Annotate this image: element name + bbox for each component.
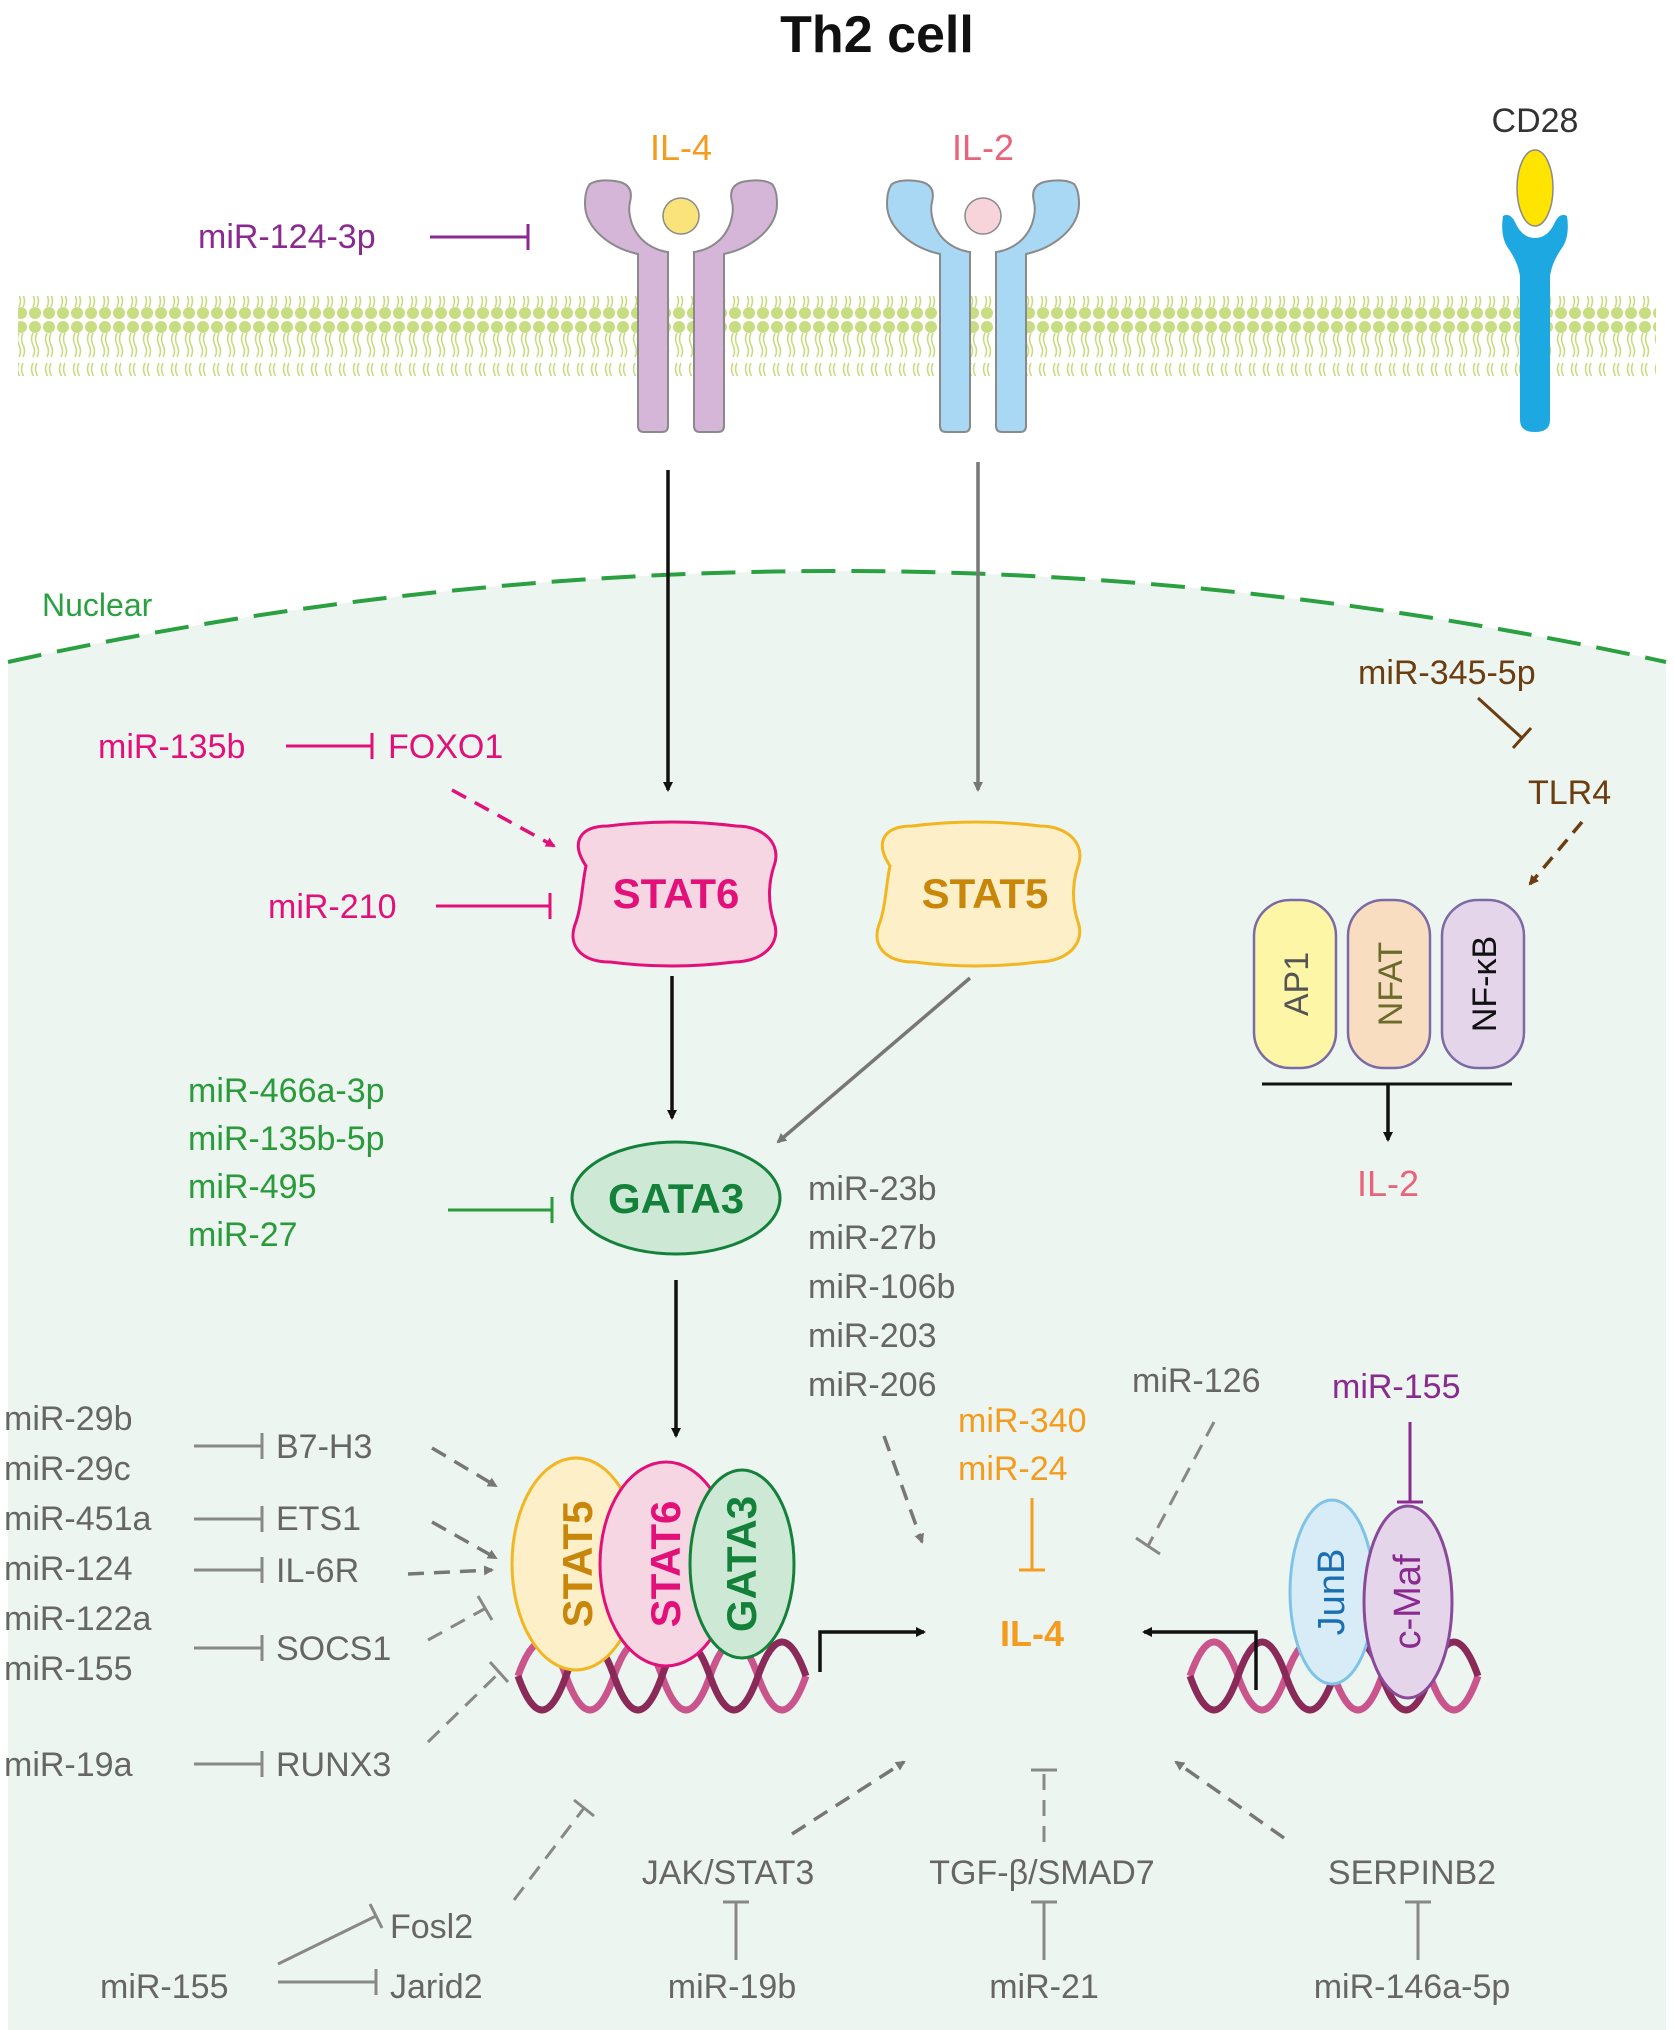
mir-206-label: miR-206: [808, 1366, 936, 1404]
gata3-node: [570, 1140, 782, 1256]
ets1-label: ETS1: [276, 1500, 361, 1538]
stat5-to-gata3-arrow: [776, 976, 972, 1144]
mir-210-label: miR-210: [268, 888, 396, 926]
jakstat3-label: JAK/STAT3: [642, 1854, 815, 1892]
nucleus-region: [8, 571, 1666, 2030]
mir-106b-label: miR-106b: [808, 1268, 955, 1306]
diagram-title: Th2 cell: [780, 6, 974, 64]
il2-ligand: [964, 197, 1002, 235]
mir-345-5p-inhibition: [1476, 696, 1524, 740]
foxo1-label: FOXO1: [388, 728, 503, 766]
left-inhibition-bars: [194, 1433, 264, 1777]
il4-ligand: [662, 197, 700, 235]
mir-19a-label: miR-19a: [4, 1746, 133, 1784]
gata3-label: GATA3: [608, 1175, 744, 1222]
mir-122a-label: miR-122a: [4, 1600, 151, 1638]
mir-146a-5p-label: miR-146a-5p: [1314, 1968, 1511, 2006]
ap1-label: AP1: [1278, 952, 1316, 1016]
fosl2-label: Fosl2: [390, 1908, 473, 1946]
complex-stat5-label: STAT5: [554, 1501, 601, 1628]
foxo1-to-stat6-arrow: [451, 788, 556, 848]
mir-29c-label: miR-29c: [4, 1450, 131, 1488]
tgfb-smad7-label: TGF-β/SMAD7: [929, 1854, 1154, 1892]
ap1-node: [1252, 898, 1338, 1070]
fosl2-inhibits-complex: [512, 1807, 586, 1901]
dna-left-strand-b: [514, 1638, 810, 1714]
mir-124-label: miR-124: [4, 1550, 132, 1588]
mir-155-cmaf-label: miR-155: [1332, 1368, 1460, 1406]
b7h3-label: B7-H3: [276, 1428, 372, 1466]
mir-155-bottom-label: miR-155: [100, 1968, 228, 2006]
nfkb-node: [1440, 898, 1526, 1070]
stat5-label: STAT5: [922, 870, 1049, 917]
mir-340-label: miR-340: [958, 1402, 1086, 1440]
serpinb2-label: SERPINB2: [1328, 1854, 1496, 1892]
complex-gata3-label: GATA3: [718, 1496, 765, 1632]
runx3-inhibits-complex: [426, 1670, 502, 1744]
mir-19b-label: miR-19b: [668, 1968, 796, 2006]
il2-ligand-label: IL-2: [952, 127, 1014, 168]
mir-21-label: miR-21: [989, 1968, 1099, 2006]
mir-27-label: miR-27: [188, 1216, 298, 1254]
il6r-label: IL-6R: [276, 1552, 359, 1590]
mir-155-fosl2-inhibition: [277, 1914, 377, 1966]
nfkb-label: NF-κB: [1466, 936, 1504, 1032]
mir-27b-label: miR-27b: [808, 1219, 936, 1257]
cell-membrane: [18, 296, 1656, 376]
mir-451a-label: miR-451a: [4, 1500, 151, 1538]
mir-23b-label: miR-23b: [808, 1170, 936, 1208]
mir-155-left-label: miR-155: [4, 1650, 132, 1688]
cd28-receptor: [1502, 149, 1568, 432]
complex-stat6-label: STAT6: [642, 1501, 689, 1628]
nuclear-envelope: [7, 569, 1667, 664]
junb-label: JunB: [1311, 1549, 1353, 1636]
serpinb2-to-il4-arrow: [1174, 1760, 1286, 1840]
junb-cmaf-promoter-arrow: [1142, 1627, 1258, 1690]
mir-135b-label: miR-135b: [98, 728, 245, 766]
nuclear-label: Nuclear: [42, 587, 153, 623]
mir-29b-label: miR-29b: [4, 1400, 132, 1438]
socs1-label: SOCS1: [276, 1630, 391, 1668]
complex-gata3-node: [688, 1468, 796, 1660]
mir-495-label: miR-495: [188, 1168, 316, 1206]
complex-promoter-arrow: [818, 1627, 926, 1672]
nfat-label: NFAT: [1372, 942, 1410, 1026]
mir-203-label: miR-203: [808, 1317, 936, 1355]
il4-ligand-label: IL-4: [650, 127, 712, 168]
il2-output-label: IL-2: [1357, 1163, 1419, 1204]
mir-group-to-il4-arrow: [882, 1435, 925, 1544]
nfat-node: [1346, 898, 1432, 1070]
stat6-node: [571, 820, 778, 968]
mir-466a-3p-label: miR-466a-3p: [188, 1072, 385, 1110]
mir-126-inhibition: [1146, 1421, 1216, 1547]
mir-124-3p-label: miR-124-3p: [198, 218, 376, 256]
socs1-inhibits-complex: [427, 1606, 487, 1642]
mir-126-label: miR-126: [1132, 1362, 1260, 1400]
stat5-node: [875, 820, 1082, 968]
cmaf-label: c-Maf: [1387, 1554, 1429, 1649]
runx3-label: RUNX3: [276, 1746, 391, 1784]
il2-receptor: [885, 179, 1081, 433]
tlr4-to-nfkb-arrow: [1528, 820, 1584, 886]
il6r-to-complex-arrow: [407, 1565, 494, 1576]
tlr4-label: TLR4: [1528, 774, 1611, 812]
jakstat3-to-il4-arrow: [791, 1760, 906, 1836]
mir-135b-5p-label: miR-135b-5p: [188, 1120, 385, 1158]
il4-receptor: [583, 179, 779, 433]
mir-345-5p-label: miR-345-5p: [1358, 654, 1536, 692]
cmaf-node: [1362, 1504, 1454, 1700]
jarid2-label: Jarid2: [390, 1968, 483, 2006]
ets1-to-complex-arrow: [431, 1520, 498, 1560]
b7h3-to-complex-arrow: [431, 1446, 498, 1488]
cd28-label: CD28: [1492, 102, 1579, 140]
stat6-label: STAT6: [613, 870, 740, 917]
il4-output-label: IL-4: [1000, 1613, 1064, 1654]
mir-24-label: miR-24: [958, 1450, 1068, 1488]
